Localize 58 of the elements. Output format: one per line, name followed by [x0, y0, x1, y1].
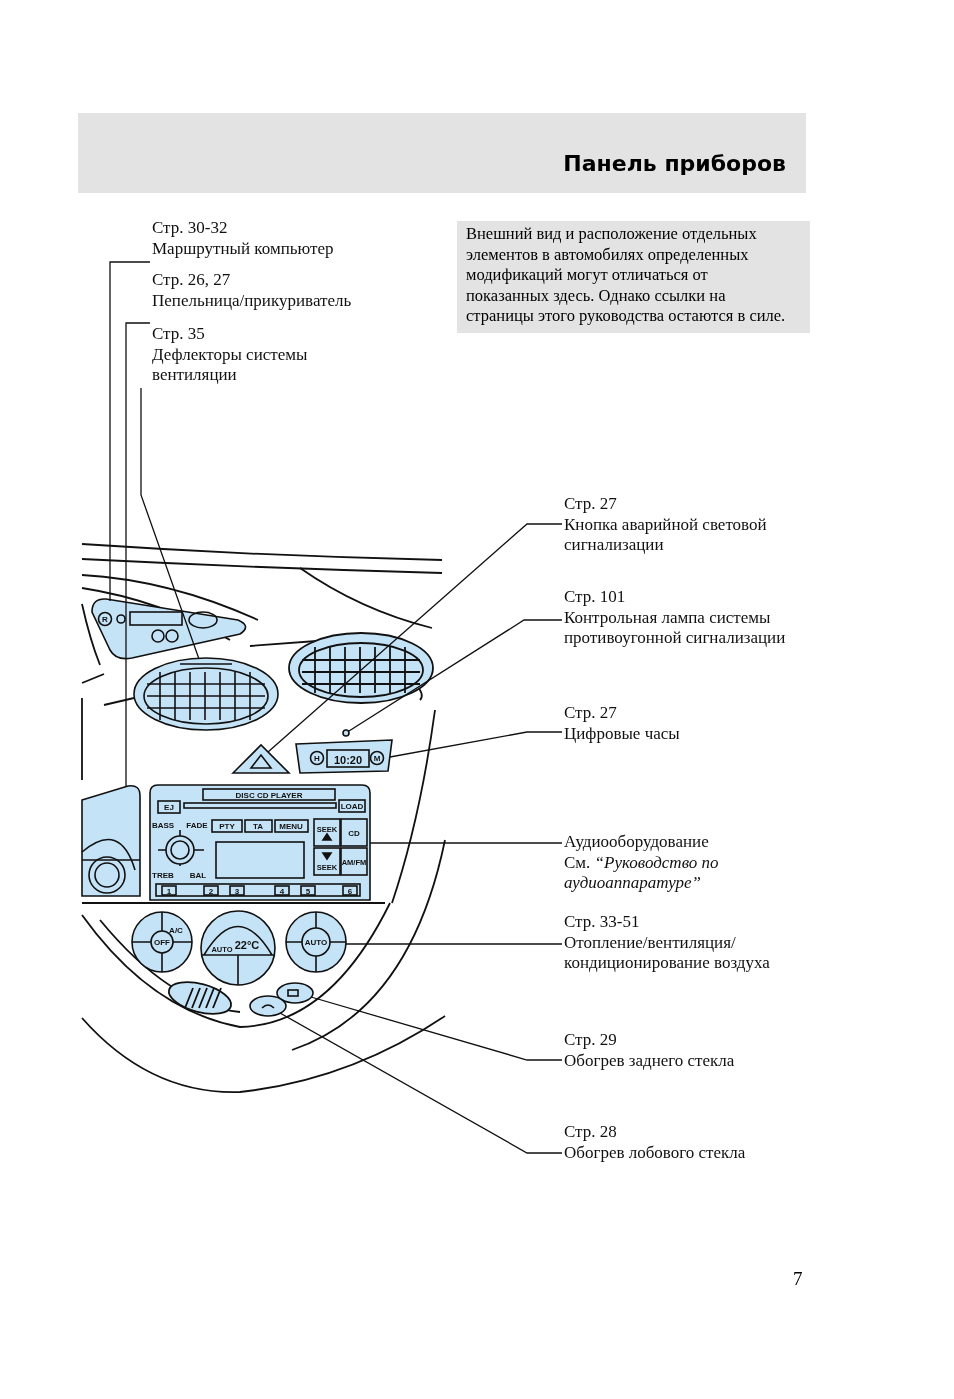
button-label: AUTO: [304, 938, 328, 947]
display-readout: 22°C: [234, 939, 260, 951]
button-label: 2: [208, 887, 214, 896]
button-label: EJ: [164, 803, 174, 812]
leader-line: [310, 996, 563, 1061]
button-label: 1: [166, 887, 172, 896]
button-label: PTY: [219, 822, 235, 831]
leader-line: [109, 261, 151, 602]
display-readout: 10:20: [333, 754, 363, 766]
button-label: OFF: [154, 938, 170, 947]
warning-lamp: [342, 729, 350, 737]
button-label: BAL: [189, 871, 207, 880]
button-label: FADE: [186, 821, 208, 830]
leader-line: [348, 619, 563, 732]
panel-label: DISC CD PLAYER: [235, 791, 303, 800]
leader-line: [389, 731, 563, 758]
button-label: A/C: [169, 926, 183, 935]
button-label: LOAD: [340, 802, 364, 811]
lighter-panel: [81, 784, 141, 897]
callout-text: Стр. 26, 27 Пепельница/прикуриватель: [152, 270, 412, 311]
button-label: BASS: [151, 821, 175, 830]
button-label: 3: [234, 887, 240, 896]
callout-text: Стр. 35 Дефлекторы системы вентиляции: [152, 324, 372, 386]
callout-text: Стр. 29 Обогрев заднего стекла: [564, 1030, 789, 1071]
leader-line: [140, 387, 200, 660]
button-label: R: [102, 615, 108, 624]
leader-line: [345, 943, 563, 945]
callout-text: Стр. 101 Контрольная лампа системы противоугонной сигнализации: [564, 587, 789, 649]
leader-line: [369, 842, 563, 844]
page-title: Панель приборов: [563, 151, 786, 176]
callout-text: Стр. 28 Обогрев лобового стекла: [564, 1122, 789, 1163]
leader-line: [125, 322, 151, 788]
callout-text: Стр. 33-51 Отопление/вентиляция/ кондиционирование воздуха: [564, 912, 789, 974]
audio-unit: [149, 784, 371, 901]
button-label: TREB: [152, 871, 174, 880]
rear-defrost-button: [276, 982, 314, 1004]
callout-text: Стр. 30-32 Маршрутный компьютер: [152, 218, 412, 259]
button-label: H: [314, 754, 320, 763]
clock-display: [295, 739, 393, 774]
note-text: Внешний вид и расположение отдельных элементов в автомобилях определенных модификаций могут отличаться от показанных здесь. Однако ссылки на страницы этого руководства остаются в силе.: [457, 221, 810, 333]
button-label: CD: [348, 829, 360, 838]
button-label: M: [373, 754, 381, 763]
callout-text: Стр. 27 Кнопка аварийной световой сигнализации: [564, 494, 789, 556]
page-number: 7: [793, 1268, 803, 1290]
leader-line: [267, 523, 563, 753]
button-label: 5: [305, 887, 311, 896]
callout-text: Аудиооборудование См. “Руководство по аудиоаппаратуре”: [564, 832, 764, 894]
button-label: 4: [279, 887, 285, 896]
trip-computer-panel: [91, 598, 247, 660]
hazard-button: [231, 743, 291, 774]
air-vent: [133, 657, 279, 731]
button-label: TA: [252, 822, 264, 831]
leader-line: [279, 1012, 563, 1154]
front-defrost-button: [249, 995, 287, 1017]
callout-text: Стр. 27 Цифровые часы: [564, 703, 789, 744]
button-label: MENU: [279, 822, 303, 831]
climate-control-panel: [131, 910, 347, 986]
button-label: 6: [347, 887, 353, 896]
